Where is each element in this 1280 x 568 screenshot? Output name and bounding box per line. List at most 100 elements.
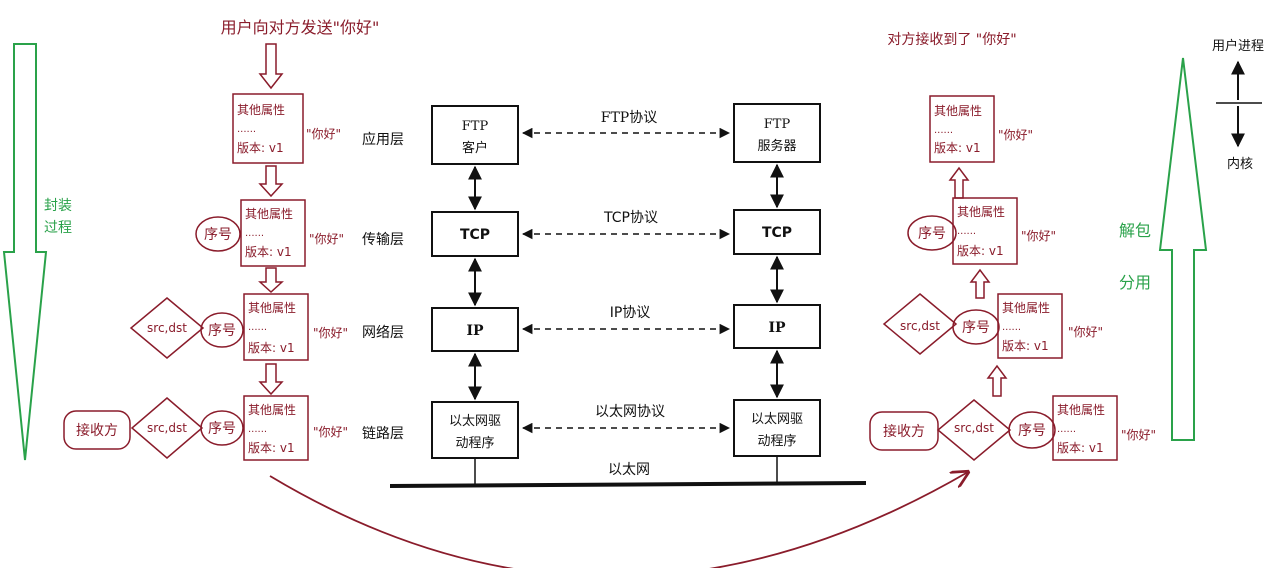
tcp-protocol-label: TCP协议 — [603, 210, 658, 226]
right-link-packet: 接收方 src,dst 序号 其他属性 ...... 版本: v1 "你好" — [869, 395, 1156, 461]
client-ethernet-driver-box: 以太网驱 动程序 — [431, 401, 519, 459]
legend-user-process: 用户进程 — [1212, 38, 1264, 54]
seq-header — [200, 410, 244, 446]
right-app-packet: 其他属性 ...... 版本: v1 "你好" — [929, 95, 1033, 163]
decap-label-2: 分用 — [1119, 273, 1151, 292]
left-link-packet: 接收方 src,dst 序号 其他属性 ...... 版本: v1 "你好" — [63, 395, 348, 461]
encap-label-line-1: 封装 — [44, 198, 72, 214]
server-ethernet-driver-box: 以太网驱 动程序 — [733, 399, 821, 457]
flow-arrow-network-to-transport — [969, 268, 991, 299]
flow-arrow-link-to-network — [986, 364, 1008, 397]
ethernet-label: 以太网 — [608, 462, 650, 478]
svg-text:TCP: TCP — [762, 225, 792, 241]
left-network-packet: src,dst 序号 其他属性 ...... 版本: v1 "你好" — [129, 293, 348, 361]
seq-header — [907, 215, 957, 251]
flow-arrow-app-to-transport — [258, 165, 284, 198]
title-left: 用户向对方发送"你好" — [221, 18, 380, 37]
right-transport-packet: 序号 其他属性 ...... 版本: v1 "你好" — [907, 197, 1056, 265]
seq-header — [200, 312, 244, 348]
encap-label-line-2: 过程 — [44, 220, 72, 236]
svg-text:动程序: 动程序 — [455, 436, 494, 451]
packet-version: 版本: v1 — [1002, 339, 1049, 353]
packet-attrs: 其他属性 — [237, 103, 285, 117]
packet-payload: "你好" — [1021, 229, 1056, 243]
decap-label-1: 解包 — [1119, 221, 1151, 240]
packet-version: 版本: v1 — [248, 441, 295, 455]
flow-arrow-network-to-link — [258, 363, 284, 396]
packet-dots: ...... — [1057, 424, 1076, 435]
ethernet-bus — [389, 481, 867, 488]
packet-attrs: 其他属性 — [957, 205, 1005, 219]
svg-text:IP: IP — [466, 323, 484, 339]
svg-text:以太网驱: 以太网驱 — [751, 412, 803, 427]
packet-version: 版本: v1 — [245, 245, 292, 259]
right-flow-arrows — [948, 166, 1008, 397]
packet-box — [232, 93, 304, 164]
flow-arrow-transport-to-network — [258, 267, 284, 294]
packet-version: 版本: v1 — [957, 244, 1004, 258]
server-ip-box: IP — [733, 304, 821, 349]
flow-arrow-title-to-app — [258, 43, 284, 90]
packet-box — [929, 95, 995, 163]
layer-label-application: 应用层 — [362, 131, 404, 148]
seq-label: 序号 — [962, 320, 990, 336]
packet-dots: ...... — [248, 424, 267, 435]
packet-dots: ...... — [237, 124, 256, 135]
addr-label: src,dst — [147, 421, 187, 435]
packet-payload: "你好" — [1068, 325, 1103, 339]
packet-attrs: 其他属性 — [248, 301, 296, 315]
svg-text:FTP: FTP — [764, 117, 791, 132]
ip-protocol-label: IP协议 — [610, 305, 651, 321]
packet-version: 版本: v1 — [934, 141, 981, 155]
packet-dots: ...... — [934, 125, 953, 136]
receiver-header — [63, 410, 131, 450]
seq-header — [1008, 411, 1056, 449]
protocol-arrows — [521, 127, 731, 434]
transfer-curve-arrow — [269, 472, 968, 568]
seq-label: 序号 — [208, 323, 236, 339]
title-right: 对方接收到了 "你好" — [887, 31, 1016, 48]
layer-label-transport: 传输层 — [362, 232, 404, 248]
svg-text:客户: 客户 — [462, 140, 488, 156]
svg-text:动程序: 动程序 — [757, 434, 796, 449]
receiver-label: 接收方 — [883, 423, 925, 440]
legend-kernel: 内核 — [1227, 156, 1253, 172]
decapsulation-arrow — [1158, 57, 1208, 441]
packet-attrs: 其他属性 — [248, 403, 296, 417]
seq-header — [952, 309, 1000, 345]
receiver-label: 接收方 — [76, 422, 118, 439]
seq-header — [195, 216, 241, 252]
seq-label: 序号 — [204, 227, 232, 243]
packet-version: 版本: v1 — [237, 141, 284, 155]
packet-payload: "你好" — [309, 232, 344, 246]
vertical-arrows — [468, 163, 784, 401]
server-tcp-box: TCP — [733, 209, 821, 255]
svg-text:FTP: FTP — [462, 119, 489, 134]
packet-attrs: 其他属性 — [1057, 403, 1105, 417]
packet-box — [997, 293, 1063, 359]
packet-dots: ...... — [248, 322, 267, 333]
packet-dots: ...... — [957, 226, 976, 237]
packet-box — [243, 293, 309, 361]
packet-box — [243, 395, 309, 461]
left-flow-arrows — [258, 43, 284, 396]
packet-version: 版本: v1 — [1057, 441, 1104, 455]
packet-attrs: 其他属性 — [245, 207, 293, 221]
left-app-packet: 其他属性 ...... 版本: v1 "你好" — [232, 93, 341, 164]
addr-label: src,dst — [147, 321, 187, 335]
packet-payload: "你好" — [306, 127, 341, 141]
seq-label: 序号 — [918, 226, 946, 242]
addr-header — [129, 297, 205, 359]
packet-attrs: 其他属性 — [1002, 301, 1050, 315]
client-ftp-box: FTP 客户 — [431, 105, 519, 165]
client-tcp-box: TCP — [431, 211, 519, 257]
svg-text:TCP: TCP — [460, 227, 490, 243]
packet-dots: ...... — [1002, 322, 1021, 333]
packet-payload: "你好" — [313, 425, 348, 439]
addr-label: src,dst — [954, 421, 994, 435]
packet-attrs: 其他属性 — [934, 104, 982, 118]
addr-header — [936, 399, 1012, 461]
packet-payload: "你好" — [1121, 428, 1156, 442]
packet-box — [952, 197, 1018, 265]
